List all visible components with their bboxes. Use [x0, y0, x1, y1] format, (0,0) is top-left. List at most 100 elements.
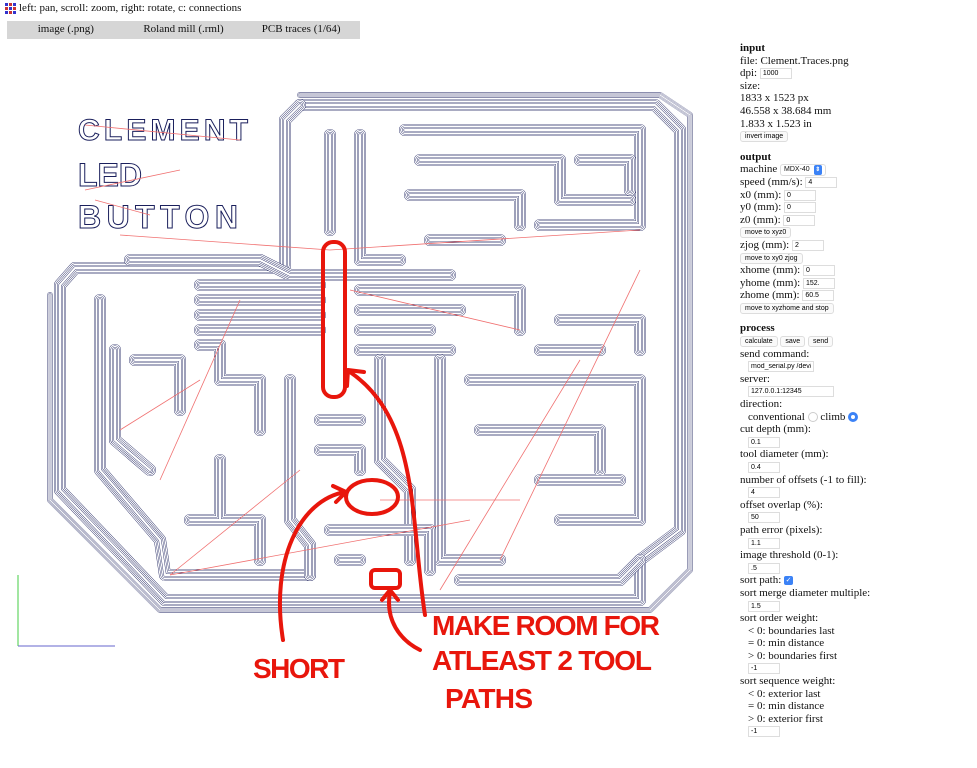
- sort-path-checkbox[interactable]: ✓: [784, 576, 793, 586]
- trace-offset: [478, 428, 622, 482]
- cut-depth-input[interactable]: [748, 436, 780, 448]
- sequence-input[interactable]: [748, 726, 780, 738]
- order-input[interactable]: [748, 663, 780, 675]
- trace: [399, 124, 646, 231]
- trace-offset: [403, 128, 642, 227]
- merge-input[interactable]: [748, 600, 780, 612]
- save-button[interactable]: save: [780, 336, 806, 348]
- zhome-input[interactable]: [802, 290, 835, 302]
- trace-offset: [437, 357, 503, 563]
- trace: [109, 344, 186, 476]
- threshold-input[interactable]: [748, 562, 780, 574]
- x0-input[interactable]: [784, 189, 816, 201]
- connection-line: [119, 234, 331, 251]
- trace-offset: [405, 190, 525, 245]
- machine-select[interactable]: MDX-40⇕: [780, 163, 826, 176]
- z0-label: z0 (mm):: [740, 213, 781, 226]
- machine-label: machine: [740, 163, 778, 176]
- trace-offset: [194, 339, 266, 436]
- annotation-room-box: [321, 240, 347, 399]
- trace-offset: [195, 280, 325, 335]
- connection-line: [349, 289, 521, 331]
- trace-offset: [578, 158, 632, 192]
- z0-input[interactable]: [783, 214, 816, 226]
- path-error-input[interactable]: [748, 537, 780, 549]
- conventional-label: conventional: [748, 410, 805, 423]
- menu-roland-mill[interactable]: Roland mill (.rml): [143, 23, 224, 35]
- overlap-input[interactable]: [748, 512, 780, 524]
- trace-offset: [324, 129, 406, 266]
- trace: [194, 279, 326, 336]
- order-option: > 0: boundaries first: [748, 649, 837, 662]
- trace: [124, 254, 456, 281]
- order-option: = 0: min distance: [748, 637, 825, 650]
- yhome-input[interactable]: [802, 277, 835, 289]
- trace-offset: [438, 358, 502, 562]
- trace-offset: [408, 193, 522, 242]
- trace-offset: [468, 378, 642, 522]
- speed-input[interactable]: [805, 176, 838, 188]
- speed-label: speed (mm/s):: [740, 175, 803, 188]
- move-xy0-button[interactable]: move to xy0 zjog: [740, 252, 803, 264]
- trace: [314, 414, 366, 476]
- trace: [354, 284, 526, 356]
- trace: [454, 554, 646, 586]
- annotation-short: SHORT: [253, 653, 345, 684]
- send-button[interactable]: send: [807, 336, 834, 348]
- invert-image-button[interactable]: invert image: [740, 131, 789, 143]
- trace-offset: [195, 340, 265, 435]
- move-home-button[interactable]: move to xyzhome and stop: [740, 302, 834, 314]
- trace-offset: [98, 298, 312, 577]
- move-xyz0-button[interactable]: move to xyz0: [740, 227, 792, 239]
- trace-offset: [355, 285, 525, 355]
- trace-offset: [405, 190, 525, 245]
- zjog-label: zjog (mm):: [740, 238, 790, 251]
- size-in: 1.833 x 1.523 in: [740, 117, 812, 130]
- trace-offset: [197, 342, 263, 433]
- trace-offset: [197, 282, 323, 333]
- order-option: < 0: boundaries last: [748, 624, 835, 637]
- climb-radio[interactable]: [848, 412, 859, 423]
- conventional-radio[interactable]: [807, 412, 818, 423]
- xhome-input[interactable]: [802, 265, 835, 277]
- trace-offset: [328, 528, 432, 572]
- trace: [574, 154, 636, 196]
- trace-offset: [328, 133, 402, 262]
- trace-offset: [437, 357, 503, 563]
- connection-line: [169, 519, 471, 576]
- menu-image-png[interactable]: image (.png): [37, 23, 94, 35]
- axes: [17, 575, 115, 647]
- order-label: sort order weight:: [740, 612, 819, 625]
- sequence-option: > 0: exterior first: [748, 712, 823, 725]
- server-input[interactable]: [748, 386, 834, 398]
- calculate-button[interactable]: calculate: [740, 336, 778, 348]
- send-command-label: send command:: [740, 347, 810, 360]
- trace-offset: [407, 192, 523, 243]
- app-logo-icon: [4, 2, 16, 14]
- trace-offset: [357, 287, 523, 353]
- trace-offset: [434, 354, 506, 566]
- toolpath-view[interactable]: CLEMENT LED BUTTON SHORT MAKE ROOM FOR A…: [0, 40, 730, 768]
- trace-offset: [418, 158, 632, 202]
- menu-pcb-traces[interactable]: PCB traces (1/64): [261, 23, 341, 35]
- y0-input[interactable]: [784, 202, 816, 214]
- connection-line: [329, 229, 641, 251]
- trace: [474, 424, 626, 486]
- path-error-label: path error (pixels):: [740, 523, 823, 536]
- sequence-option: < 0: exterior last: [748, 687, 821, 700]
- dpi-input[interactable]: [759, 68, 792, 80]
- annotation-line1: MAKE ROOM FOR: [432, 610, 660, 641]
- xhome-label: xhome (mm):: [740, 264, 801, 277]
- trace-offset: [112, 347, 183, 473]
- trace: [324, 524, 436, 576]
- trace: [47, 92, 693, 613]
- trace-offset: [318, 418, 362, 472]
- zjog-input[interactable]: [791, 239, 824, 251]
- offsets-input[interactable]: [748, 487, 780, 499]
- send-command-input[interactable]: [748, 361, 814, 373]
- pcb-traces: [47, 92, 693, 613]
- tool-diameter-input[interactable]: [748, 461, 780, 473]
- logo-text-clement: CLEMENT: [78, 114, 248, 147]
- trace: [404, 189, 526, 246]
- trace-offset: [282, 102, 303, 268]
